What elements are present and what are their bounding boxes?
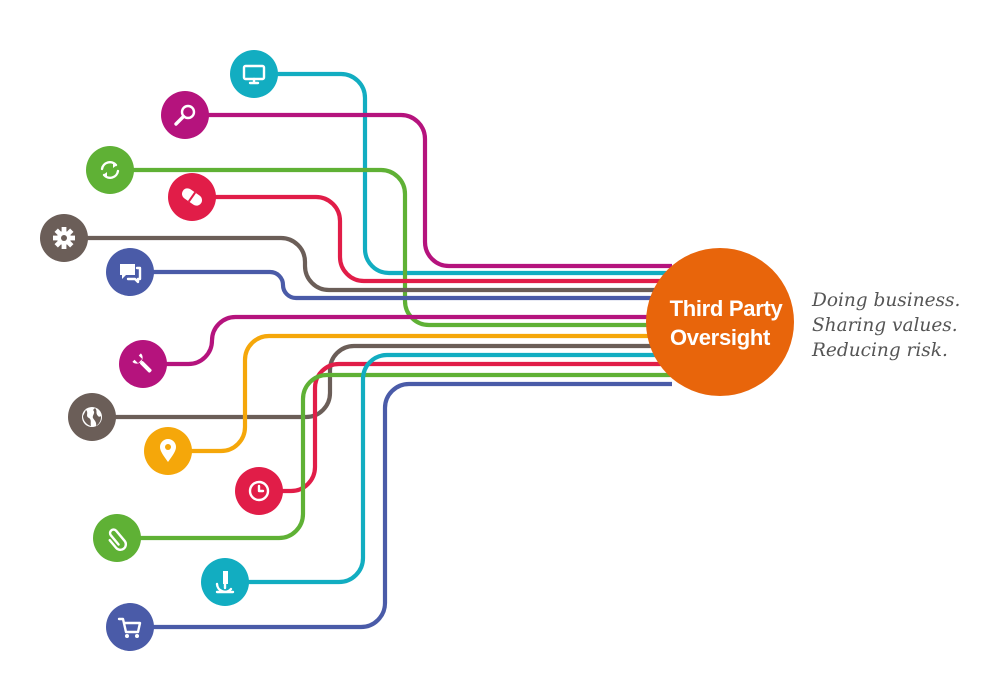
node-circle bbox=[93, 514, 141, 562]
connector-lines bbox=[86, 71, 672, 630]
clock-icon bbox=[248, 480, 270, 502]
node-circle bbox=[86, 146, 134, 194]
tagline-line: Sharing values. bbox=[812, 315, 958, 336]
hub: Third Party Oversight bbox=[646, 248, 794, 396]
connector-search bbox=[207, 112, 672, 269]
map-pin-icon bbox=[160, 439, 176, 462]
hub-circle bbox=[646, 248, 794, 396]
connector-monitor bbox=[276, 71, 672, 276]
tagline: Doing business. Sharing values. Reducing… bbox=[812, 288, 960, 363]
monitor-icon bbox=[242, 64, 266, 85]
wrench-icon bbox=[132, 353, 152, 373]
chat-icon bbox=[120, 264, 142, 284]
node-location[interactable] bbox=[144, 427, 192, 475]
tagline-line: Reducing risk. bbox=[812, 340, 948, 361]
connector-chat bbox=[152, 269, 672, 301]
magnifier-icon bbox=[174, 104, 196, 126]
node-refresh[interactable] bbox=[86, 146, 134, 194]
connector-location bbox=[190, 333, 672, 454]
node-search[interactable] bbox=[161, 91, 209, 139]
pill-icon bbox=[181, 188, 203, 206]
connector-clock bbox=[281, 361, 672, 494]
node-monitor[interactable] bbox=[230, 50, 278, 98]
node-microscope[interactable] bbox=[201, 558, 249, 606]
icon-nodes bbox=[40, 50, 283, 651]
node-tools[interactable] bbox=[119, 340, 167, 388]
hub-title-line1: Third Party bbox=[670, 296, 784, 321]
shopping-cart-icon bbox=[117, 617, 142, 638]
node-circle bbox=[230, 50, 278, 98]
node-circle bbox=[106, 603, 154, 651]
tagline-line: Doing business. bbox=[812, 290, 961, 311]
node-chat[interactable] bbox=[106, 248, 154, 296]
node-clock[interactable] bbox=[235, 467, 283, 515]
connector-tools bbox=[165, 314, 672, 367]
node-pill[interactable] bbox=[168, 173, 216, 221]
connector-refresh bbox=[132, 167, 672, 328]
refresh-icon bbox=[100, 161, 120, 179]
connector-pill bbox=[214, 194, 672, 284]
connector-cart bbox=[152, 381, 672, 630]
connector-attachment bbox=[139, 372, 672, 541]
node-circle bbox=[161, 91, 209, 139]
node-globe[interactable] bbox=[68, 393, 116, 441]
node-settings[interactable] bbox=[40, 214, 88, 262]
connector-settings bbox=[86, 235, 672, 293]
gear-icon bbox=[53, 227, 75, 249]
paperclip-icon bbox=[108, 528, 128, 551]
node-cart[interactable] bbox=[106, 603, 154, 651]
globe-icon bbox=[82, 407, 102, 427]
hub-title-line2: Oversight bbox=[670, 325, 771, 350]
microscope-icon bbox=[215, 571, 235, 594]
connector-microscope bbox=[247, 352, 672, 585]
node-attachment[interactable] bbox=[93, 514, 141, 562]
